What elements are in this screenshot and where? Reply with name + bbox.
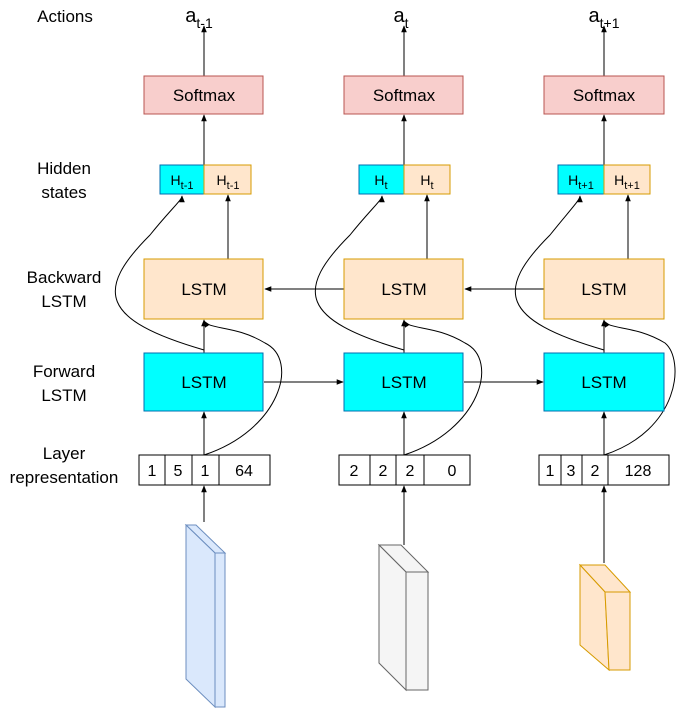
hidden-forward-label: Ht-1 [171, 172, 194, 192]
recurrent-arrows [264, 286, 544, 385]
layer-cell: 2 [379, 463, 388, 480]
layer-cell: 1 [546, 463, 555, 480]
layer-cell: 2 [406, 463, 415, 480]
hidden-backward-cell [603, 164, 651, 195]
timestep-column-2: at+1 Softmax Ht+1 Ht+1 LSTM LSTM 1 3 2 1… [514, 5, 676, 672]
hidden-forward-label: Ht [374, 172, 387, 192]
forward-lstm-label: LSTM [381, 373, 426, 392]
layer-cell: 0 [448, 463, 457, 480]
backward-lstm-box [343, 258, 464, 320]
timestep-column-1: at Softmax Ht Ht LSTM LSTM 2 2 2 0 [314, 5, 483, 692]
hidden-backward-cell [403, 164, 451, 195]
hidden-backward-cell [203, 164, 252, 195]
curve-forward-to-hidden [314, 195, 405, 351]
layer-cell: 128 [625, 463, 652, 480]
curve-forward-to-hidden [514, 195, 605, 351]
layer-representation: 1 3 2 128 [538, 454, 670, 486]
layer-representation: 2 2 2 0 [338, 454, 471, 486]
forward-lstm-label: LSTM [181, 373, 226, 392]
curve-layer-to-backward [603, 320, 676, 456]
row-label-layer-line2: representation [10, 468, 119, 487]
softmax-label: Softmax [173, 86, 236, 105]
forward-lstm-box [343, 352, 464, 412]
layer-cell: 1 [201, 463, 210, 480]
hidden-forward-cell [159, 164, 205, 195]
row-label-actions: Actions [37, 7, 93, 26]
row-label-forward-line1: Forward [33, 362, 95, 381]
hidden-forward-label: Ht+1 [568, 172, 594, 192]
row-label-forward-line2: LSTM [41, 386, 86, 405]
hidden-backward-label: Ht+1 [614, 172, 640, 192]
forward-lstm-box [543, 352, 665, 412]
layer-cell: 1 [148, 463, 157, 480]
softmax-label: Softmax [373, 86, 436, 105]
softmax-box [543, 75, 665, 115]
curve-layer-to-backward [403, 320, 483, 456]
row-label-backward-line2: LSTM [41, 292, 86, 311]
action-label: at-1 [185, 5, 213, 31]
backward-lstm-label: LSTM [581, 280, 626, 299]
backward-lstm-box [143, 258, 264, 320]
row-labels: Actions Hidden states Backward LSTM Forw… [10, 7, 119, 487]
hidden-forward-cell [358, 164, 405, 195]
backward-lstm-label: LSTM [181, 280, 226, 299]
action-label: at+1 [589, 5, 620, 31]
layer-cell: 2 [591, 463, 600, 480]
layer-prism-blue [184, 523, 227, 709]
layer-prism-gray [377, 543, 430, 692]
timestep-column-0: at-1 Softmax Ht-1 Ht-1 LSTM LSTM 1 5 1 6… [114, 5, 283, 709]
layer-prism-orange [578, 563, 632, 672]
layer-cell: 5 [174, 463, 183, 480]
softmax-box [143, 75, 264, 115]
row-label-hidden-line1: Hidden [37, 159, 91, 178]
action-label: at [393, 5, 408, 31]
hidden-forward-cell [557, 164, 605, 195]
softmax-label: Softmax [573, 86, 636, 105]
curve-layer-to-backward [203, 320, 283, 456]
forward-lstm-box [143, 352, 264, 412]
row-label-hidden-line2: states [41, 183, 86, 202]
row-label-layer-line1: Layer [43, 444, 86, 463]
row-label-backward-line1: Backward [27, 268, 102, 287]
layer-cell: 2 [350, 463, 359, 480]
layer-representation: 1 5 1 64 [138, 454, 271, 486]
layer-cell: 3 [567, 463, 576, 480]
backward-lstm-box [543, 258, 665, 320]
hidden-backward-label: Ht-1 [217, 172, 240, 192]
forward-lstm-label: LSTM [581, 373, 626, 392]
backward-lstm-label: LSTM [381, 280, 426, 299]
layer-cell: 64 [235, 463, 253, 480]
hidden-backward-label: Ht [420, 172, 433, 192]
softmax-box [343, 75, 464, 115]
curve-forward-to-hidden [114, 195, 205, 351]
